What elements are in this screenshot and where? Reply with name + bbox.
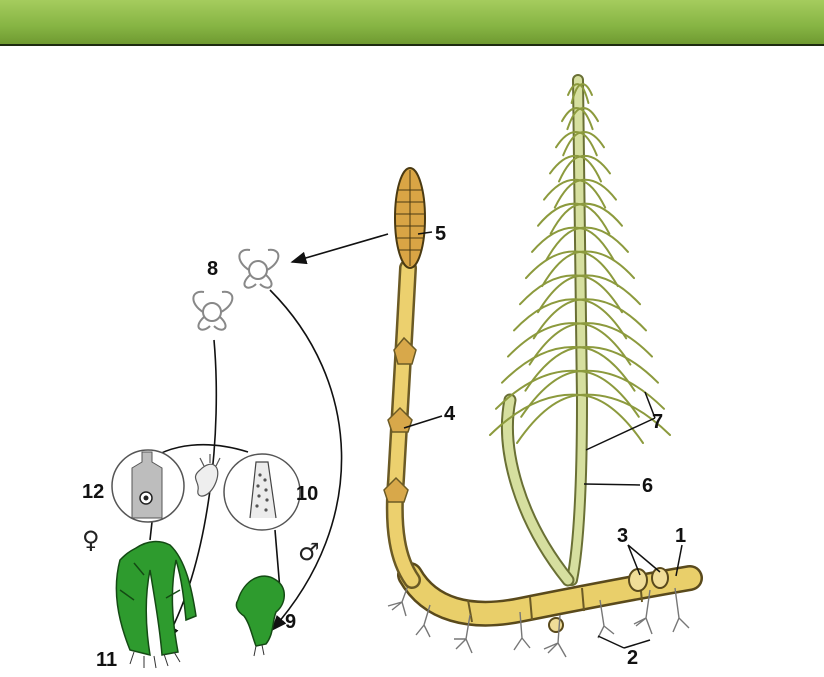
branch (513, 298, 581, 332)
label-2: 2 (627, 647, 638, 669)
label-7: 7 (652, 411, 663, 433)
branch (579, 393, 671, 436)
branch (579, 250, 619, 288)
branch (579, 227, 615, 261)
branch (537, 202, 581, 227)
strobilus (394, 167, 426, 269)
branch (579, 274, 641, 306)
fertile-stem (383, 259, 421, 589)
branch (489, 393, 581, 436)
branch-whorls (489, 83, 671, 444)
nodal-sheath (383, 476, 409, 503)
female-gametophyte (115, 540, 197, 657)
branch (579, 345, 659, 384)
branch (558, 155, 581, 183)
branch (549, 203, 581, 235)
male-gametophyte (235, 575, 285, 647)
branch (579, 322, 653, 358)
branch (545, 227, 581, 261)
branch (537, 274, 581, 314)
label-6: 6 (642, 475, 653, 497)
leader-lines (403, 231, 683, 649)
branch (543, 178, 581, 201)
label-11: 11 (96, 649, 117, 671)
branch (562, 131, 581, 157)
branch (519, 274, 581, 306)
arrow-to-male-gametophyte (269, 289, 343, 632)
connector-archegonium (149, 521, 153, 541)
branch (579, 155, 602, 183)
branch (579, 226, 629, 253)
branch (579, 178, 617, 201)
branch (579, 202, 623, 227)
label-9: 9 (285, 611, 296, 633)
branch (579, 370, 640, 418)
life-cycle-arrows (142, 233, 389, 642)
branch (516, 394, 581, 444)
branch (566, 107, 581, 131)
branch (501, 345, 581, 384)
female-symbol: ♀ (82, 526, 100, 554)
label-1: 1 (675, 525, 686, 547)
branch (579, 131, 598, 157)
label-10: 10 (296, 483, 318, 505)
connector-antheridium (274, 529, 281, 591)
branch (579, 84, 590, 104)
branch (553, 179, 581, 209)
arrow-spores-from-strobilus (290, 233, 389, 265)
branch (579, 298, 647, 332)
rhizome (397, 562, 703, 633)
branch (531, 226, 581, 253)
archegonium-detail (111, 449, 185, 523)
tuber (651, 567, 669, 589)
branch (561, 107, 581, 123)
tuber (548, 617, 564, 633)
branch (555, 131, 581, 149)
antheridium-detail (223, 453, 301, 531)
branch (549, 154, 581, 175)
spore-upper (238, 248, 280, 289)
sperm-cell (194, 454, 221, 497)
branch (579, 346, 636, 392)
branch (579, 154, 611, 175)
label-4: 4 (444, 403, 456, 425)
branch (579, 107, 594, 131)
male-symbol: ♂ (298, 538, 320, 566)
tuber (628, 568, 648, 592)
roots (387, 579, 690, 658)
branch (520, 370, 581, 418)
branch (524, 346, 581, 392)
label-8: 8 (207, 258, 218, 280)
branch (579, 394, 644, 444)
branch (579, 250, 635, 280)
branch (579, 131, 605, 149)
branch (525, 250, 581, 280)
branch (579, 179, 607, 209)
label-3: 3 (617, 525, 628, 547)
female-rhizoids (129, 651, 181, 669)
branch (495, 369, 581, 410)
branch (579, 107, 599, 123)
branch (579, 274, 623, 314)
branch (541, 250, 581, 288)
spore-lower (192, 290, 234, 331)
label-5: 5 (435, 223, 446, 245)
label-12: 12 (82, 481, 104, 503)
header-bar (0, 0, 824, 46)
nodal-sheath (393, 336, 417, 365)
arrow-to-female-gametophyte (165, 339, 218, 642)
branch (579, 369, 665, 410)
branch (507, 322, 581, 358)
male-rhizoids (253, 644, 265, 657)
branch (579, 203, 611, 235)
